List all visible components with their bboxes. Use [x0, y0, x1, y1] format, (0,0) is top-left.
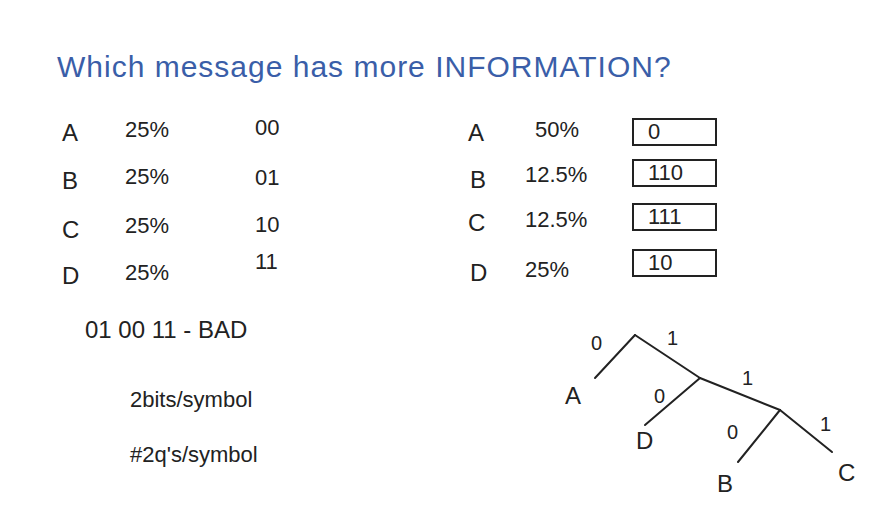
- tree-label: B: [717, 472, 733, 496]
- code-word: 0: [648, 121, 660, 143]
- note: 01 00 11 - BAD: [85, 318, 247, 342]
- probability: 12.5%: [525, 209, 587, 231]
- code-box: 10: [632, 249, 717, 277]
- tree-label: D: [636, 429, 653, 453]
- note: 2bits/symbol: [130, 389, 252, 411]
- symbol-letter: A: [62, 121, 78, 145]
- symbol-letter: D: [470, 261, 487, 285]
- tree-branch: [700, 378, 780, 410]
- symbol-letter: D: [62, 264, 79, 288]
- tree-label: A: [565, 384, 581, 408]
- title: Which message has more INFORMATION?: [57, 52, 672, 82]
- code-word: 110: [648, 162, 683, 184]
- tree-branch: [645, 378, 700, 425]
- probability: 25%: [525, 259, 569, 281]
- tree-label: 0: [654, 386, 665, 406]
- code-box: 0: [632, 118, 717, 146]
- probability: 25%: [125, 119, 169, 141]
- code-box: 110: [632, 159, 717, 187]
- tree-label: 1: [667, 328, 678, 348]
- probability: 50%: [535, 119, 579, 141]
- code-word: 01: [255, 167, 279, 189]
- symbol-letter: B: [62, 169, 78, 193]
- code-word: 111: [648, 206, 681, 228]
- probability: 12.5%: [525, 164, 587, 186]
- tree-branch: [780, 410, 832, 452]
- code-box: 111: [632, 203, 717, 231]
- symbol-letter: C: [62, 218, 79, 242]
- code-word: 11: [255, 251, 278, 273]
- tree-label: 0: [727, 422, 738, 442]
- code-word: 10: [255, 214, 279, 236]
- code-word: 00: [255, 117, 279, 139]
- tree-label: 1: [742, 368, 753, 388]
- tree-label: 0: [591, 333, 602, 353]
- probability: 25%: [125, 262, 169, 284]
- tree-label: C: [838, 461, 855, 485]
- symbol-letter: C: [468, 211, 485, 235]
- probability: 25%: [125, 215, 169, 237]
- symbol-letter: A: [468, 121, 484, 145]
- code-word: 10: [648, 252, 672, 274]
- tree-branch: [738, 410, 780, 462]
- probability: 25%: [125, 166, 169, 188]
- note: #2q's/symbol: [130, 444, 258, 466]
- symbol-letter: B: [470, 168, 486, 192]
- tree-label: 1: [820, 414, 831, 434]
